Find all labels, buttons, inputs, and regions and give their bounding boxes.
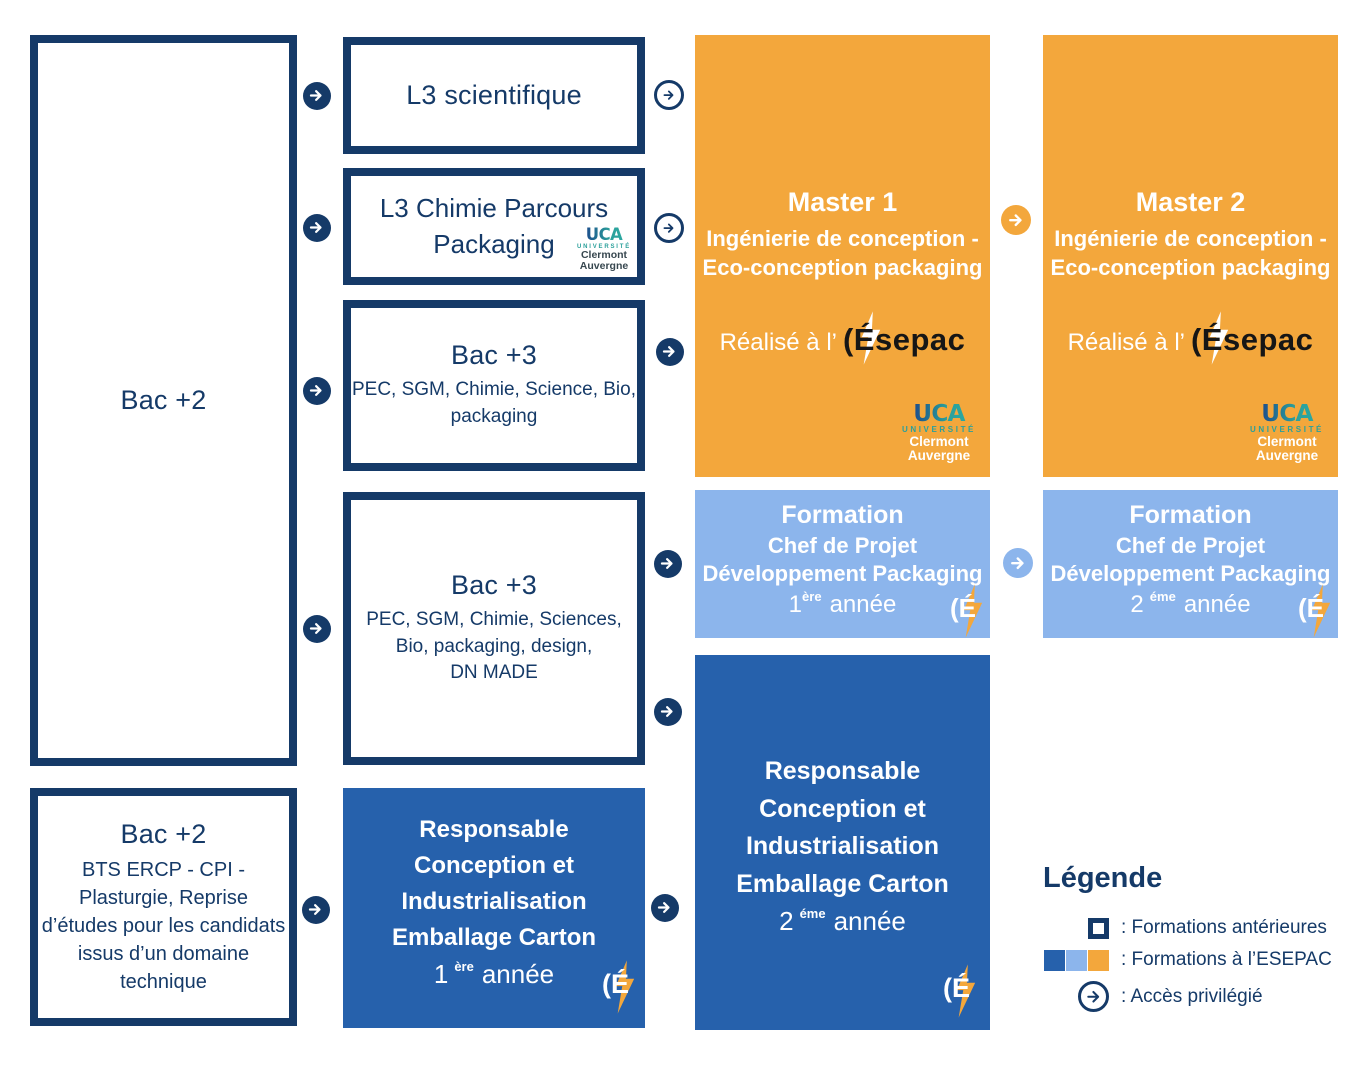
box-bac3-design: Bac +3 PEC, SGM, Chimie, Sciences, Bio, … <box>343 492 645 765</box>
realise-line: Réalisé à l’ (Ésepac <box>1068 311 1314 365</box>
box-title: Formation <box>1129 501 1252 529</box>
lightning-bolt-icon <box>956 964 976 1018</box>
box-bac2-bts-prior: Bac +2 BTS ERCP - CPI - Plasturgie, Repr… <box>30 788 297 1026</box>
circle-arrow-right-icon <box>303 214 331 242</box>
uca-universite-label: UNIVERSITÉ <box>576 243 631 250</box>
light-blue-swatch <box>1066 949 1087 971</box>
uca-mark-icon: UCA <box>913 401 966 425</box>
esepac-logo: (Ésepac <box>843 311 965 365</box>
esepac-logo: (É <box>1298 584 1331 638</box>
circle-arrow-right-icon <box>303 615 331 643</box>
outlined-square-swatch <box>1088 917 1109 939</box>
uca-city-line2: Auvergne <box>907 447 971 463</box>
box-l3-chimie-packaging: L3 Chimie Parcours Packaging UCA UNIVERS… <box>343 168 645 285</box>
box-responsable-carton-annee1: Responsable Conception et Industrialisat… <box>343 788 645 1028</box>
uca-universite-label: UNIVERSITÉ <box>1249 425 1324 435</box>
circle-arrow-right-icon <box>654 550 682 578</box>
box-subtitle: Ingénierie de conception - Eco-conceptio… <box>702 226 983 281</box>
box-title: Formation <box>781 501 904 529</box>
circle-arrow-right-icon <box>303 82 331 110</box>
legend-label: : Formations antérieures <box>1121 917 1327 938</box>
box-bac2-prior: Bac +2 <box>30 35 297 766</box>
circle-arrow-right-icon <box>302 896 330 924</box>
box-title: Master 2 <box>1135 187 1246 217</box>
box-master1: Master 1 Ingénierie de conception - Eco-… <box>695 35 990 477</box>
lightning-bolt-icon <box>861 311 881 365</box>
uca-city-line2: Auvergne <box>1255 447 1319 463</box>
lightning-bolt-icon <box>963 584 983 638</box>
box-title: Bac +2 <box>120 818 207 849</box>
circle-arrow-right-icon <box>656 338 684 366</box>
uca-city-line1: Clermont <box>1257 433 1317 449</box>
uca-city-line2: Auvergne <box>579 259 629 272</box>
uca-city-line1: Clermont <box>909 433 969 449</box>
esepac-logo: (Ésepac <box>1191 311 1313 365</box>
uca-mark-icon: UCA <box>586 226 624 243</box>
svg-text:UCA: UCA <box>586 226 623 243</box>
box-title: L3 Chimie Parcours Packaging <box>379 193 609 259</box>
circle-arrow-right-icon <box>303 377 331 405</box>
circle-arrow-right-icon <box>1001 205 1031 235</box>
realise-line: Réalisé à l’ (Ésepac <box>720 311 966 365</box>
esepac-logo: (É <box>602 960 635 1014</box>
box-title: L3 scientifique <box>406 80 582 110</box>
uca-city-line1: Clermont <box>580 248 628 261</box>
box-subtitle: Ingénierie de conception - Eco-conceptio… <box>1050 226 1331 281</box>
circle-arrow-right-outline-icon <box>654 80 684 110</box>
box-title: Bac +2 <box>120 385 207 415</box>
box-title: Responsable Conception et Industrialisat… <box>736 757 949 898</box>
circle-arrow-right-icon <box>654 698 682 726</box>
box-bac3-science: Bac +3 PEC, SGM, Chimie, Science, Bio, p… <box>343 300 645 471</box>
lightning-bolt-icon <box>1311 584 1331 638</box>
uca-logo: UCA UNIVERSITÉ Clermont Auvergne <box>902 401 976 463</box>
box-formation-cpdp-annee2: Formation Chef de Projet Développement P… <box>1043 490 1338 638</box>
uca-logo: UCA UNIVERSITÉ Clermont Auvergne <box>577 226 631 272</box>
uca-mark-icon: UCA <box>1261 401 1314 425</box>
box-formation-cpdp-annee1: Formation Chef de Projet Développement P… <box>695 490 990 638</box>
orange-swatch <box>1088 949 1109 971</box>
svg-text:UCA: UCA <box>1261 401 1313 425</box>
legend-item-acces-privilegie: : Accès privilégié <box>1043 981 1343 1012</box>
legend-label: : Formations à l’ESEPAC <box>1121 949 1332 970</box>
legend-item-formations-esepac: : Formations à l’ESEPAC <box>1043 949 1343 971</box>
legend-item-formations-anterieures: : Formations antérieures <box>1043 917 1343 939</box>
circle-arrow-right-outline-icon <box>1078 981 1109 1012</box>
box-subtitle: PEC, SGM, Chimie, Sciences, Bio, packagi… <box>366 609 622 684</box>
svg-text:UCA: UCA <box>913 401 965 425</box>
box-title: Bac +3 <box>450 570 537 601</box>
legend-label: : Accès privilégié <box>1121 985 1263 1007</box>
box-master2: Master 2 Ingénierie de conception - Eco-… <box>1043 35 1338 477</box>
dark-blue-swatch <box>1044 949 1065 971</box>
box-title: Bac +3 <box>450 340 537 371</box>
box-subtitle: PEC, SGM, Chimie, Science, Bio, packagin… <box>351 379 637 427</box>
circle-arrow-right-outline-icon <box>654 213 684 243</box>
legend: Légende : Formations antérieures : Forma… <box>1043 862 1343 1022</box>
box-l3-scientifique: L3 scientifique <box>343 37 645 154</box>
esepac-logo: (É <box>950 584 983 638</box>
legend-title: Légende <box>1043 862 1163 894</box>
box-subtitle: BTS ERCP - CPI - Plasturgie, Reprise d’é… <box>41 858 286 993</box>
lightning-bolt-icon <box>615 960 635 1014</box>
box-title: Master 1 <box>787 187 898 217</box>
esepac-logo: (É <box>943 964 976 1018</box>
circle-arrow-right-icon <box>1003 548 1033 578</box>
uca-universite-label: UNIVERSITÉ <box>901 425 976 435</box>
circle-arrow-right-icon <box>651 894 679 922</box>
lightning-bolt-icon <box>1209 311 1229 365</box>
uca-logo: UCA UNIVERSITÉ Clermont Auvergne <box>1250 401 1324 463</box>
box-title: Responsable Conception et Industrialisat… <box>391 816 597 951</box>
box-responsable-carton-annee2: Responsable Conception et Industrialisat… <box>695 655 990 1030</box>
